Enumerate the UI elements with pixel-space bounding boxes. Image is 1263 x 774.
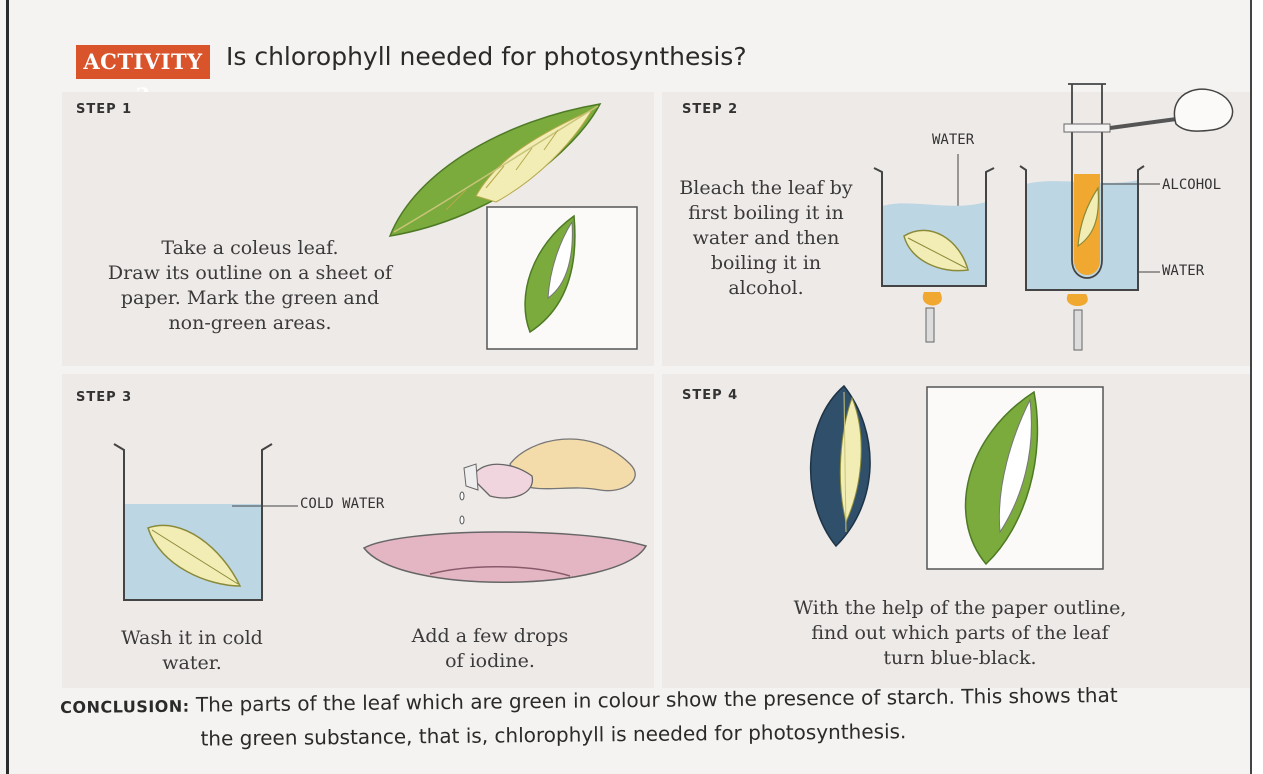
paper-outline-sheet [486, 206, 638, 350]
page-edge-right [1250, 0, 1263, 774]
step2-caption: Bleach the leaf by first boiling it in w… [668, 176, 864, 301]
step3-caption-left: Wash it in cold water. [92, 626, 292, 676]
conclusion-label: CONCLUSION: [60, 697, 190, 717]
conclusion: CONCLUSION: The parts of the leaf which … [60, 678, 1241, 756]
activity-title: Is chlorophyll needed for photosynthesis… [226, 42, 747, 71]
step2-label: STEP 2 [682, 102, 738, 117]
page-edge-left [6, 0, 9, 774]
step4-label: STEP 4 [682, 388, 738, 403]
conclusion-line1: The parts of the leaf which are green in… [196, 683, 1118, 717]
activity-badge: ACTIVITY 3 [76, 45, 210, 79]
step1-label: STEP 1 [76, 102, 132, 117]
iodine-dish-illustration [360, 424, 650, 600]
conclusion-line2: the green substance, that is, chlorophyl… [60, 712, 1240, 756]
cold-water-beaker-illustration [112, 440, 298, 606]
water-label-top: WATER [932, 132, 974, 148]
paper-outline-comparison [926, 386, 1104, 570]
beaker-alcohol-tube-illustration [1016, 80, 1244, 356]
beaker-water-illustration [870, 150, 1000, 350]
step4-caption: With the help of the paper outline, find… [740, 596, 1180, 671]
step1-caption: Take a coleus leaf. Draw its outline on … [70, 236, 430, 336]
step3-caption-right: Add a few drops of iodine. [390, 624, 590, 674]
step3-label: STEP 3 [76, 390, 132, 405]
iodine-stained-leaf-illustration [800, 382, 880, 550]
